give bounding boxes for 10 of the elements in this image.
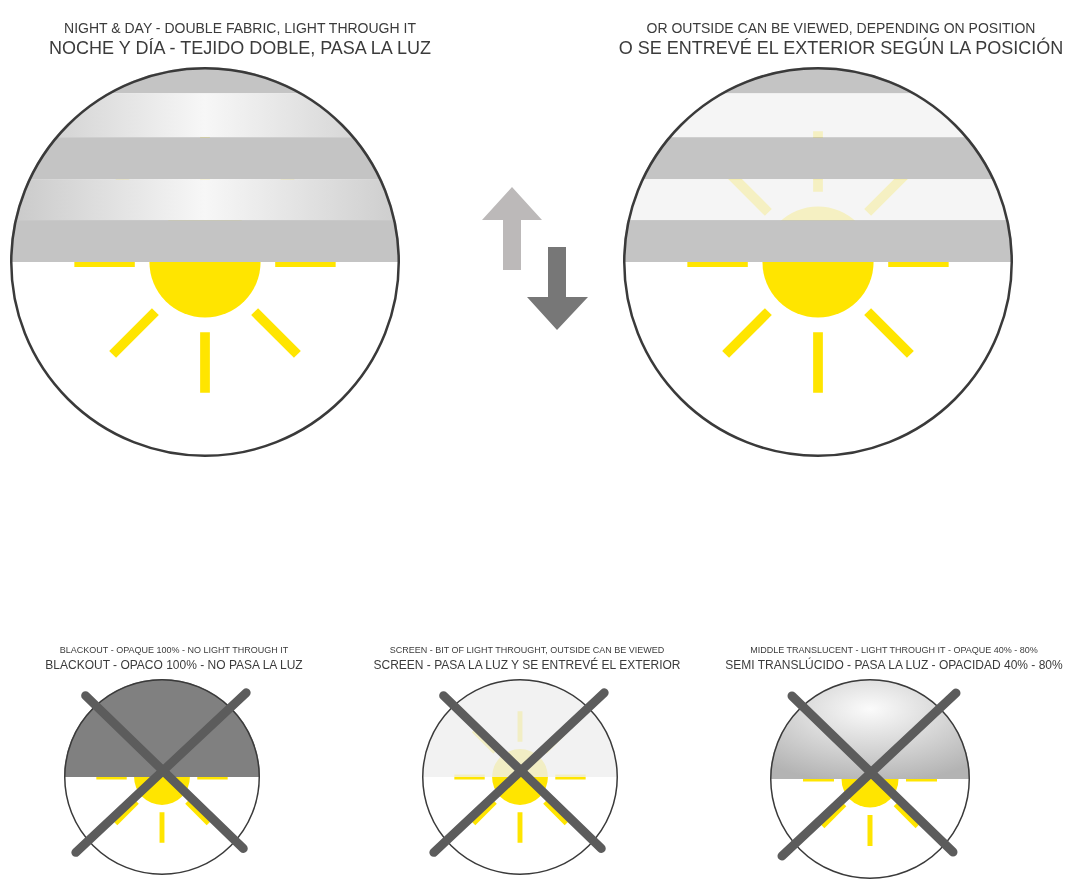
caption-text: BLACKOUT - OPACO 100% - NO PASA LA LUZ: [45, 657, 303, 672]
caption-text: NIGHT & DAY - DOUBLE FABRIC, LIGHT THROUGH IT: [64, 19, 416, 37]
caption-text: NOCHE Y DÍA - TEJIDO DOBLE, PASA LA LUZ: [49, 38, 431, 60]
caption-text: MIDDLE TRANSLUCENT - LIGHT THROUGH IT - OPAQUE 40% - 80%: [750, 644, 1038, 656]
caption-text: SCREEN - PASA LA LUZ Y SE ENTREVÉ EL EXTERIOR: [373, 657, 681, 672]
caption-text: OR OUTSIDE CAN BE VIEWED, DEPENDING ON POSITION: [646, 19, 1036, 37]
caption-text: BLACKOUT - OPAQUE 100% - NO LIGHT THROUGH IT: [59, 644, 289, 656]
caption-text: SCREEN - BIT OF LIGHT THROUGHT, OUTSIDE CAN BE VIEWED: [389, 644, 665, 656]
caption-text: SEMI TRANSLÚCIDO - PASA LA LUZ - OPACIDAD 40% - 80%: [725, 657, 1063, 672]
caption-text: O SE ENTREVÉ EL EXTERIOR SEGÚN LA POSICIÓN: [618, 38, 1064, 60]
